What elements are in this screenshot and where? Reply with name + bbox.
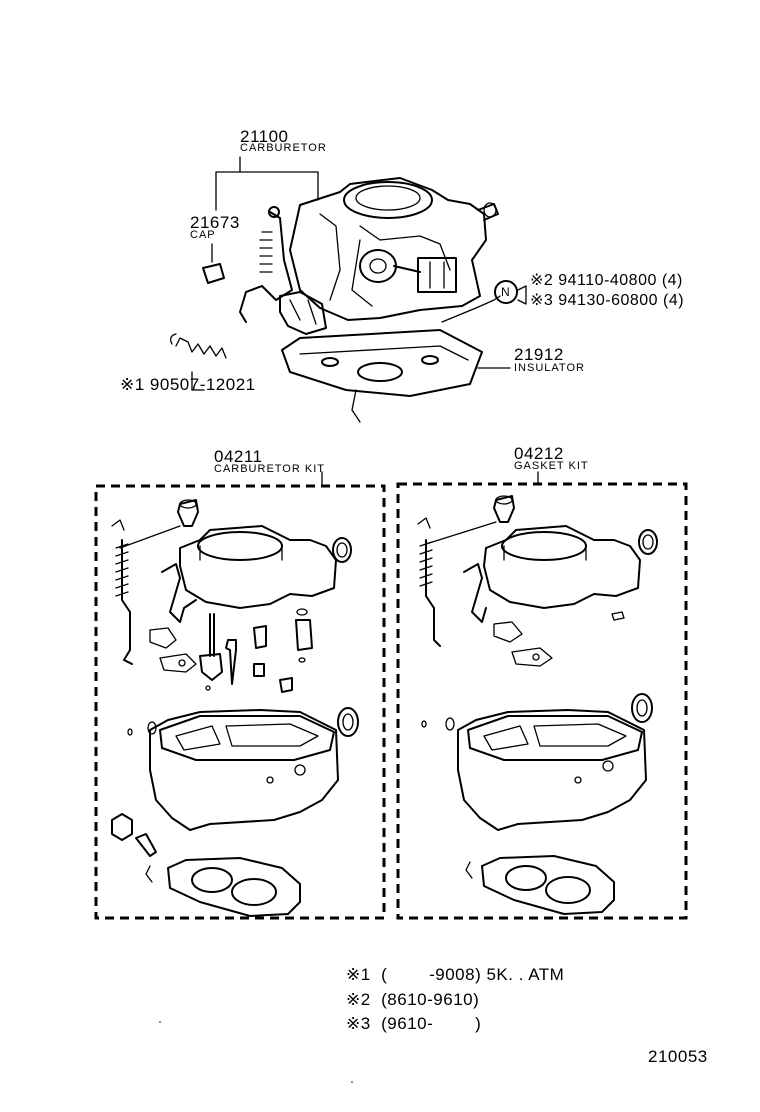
- carburetor-kit-name: CARBURETOR KIT: [214, 463, 325, 475]
- diagram-code: 210053: [648, 1047, 708, 1066]
- carburetor-kit-drawing: [111, 499, 359, 917]
- nut-part-line-1: ※2 94110-40800 (4): [530, 272, 683, 289]
- footnote-1: ※1 ( -9008) 5K. . ATM: [346, 965, 565, 984]
- cap-part-number: 21673: [190, 213, 240, 232]
- footnote-3: ※3 (9610- ): [346, 1014, 482, 1033]
- insulator-part-number: 21912: [514, 345, 564, 364]
- cap-part-name: CAP: [190, 229, 216, 241]
- nut-symbol: N: [501, 285, 510, 299]
- carburetor-assembly-drawing: [170, 156, 527, 423]
- carburetor-part-number: 21100: [240, 127, 289, 146]
- gasket-kit-number: 04212: [514, 444, 564, 463]
- carburetor-kit-box: [94, 484, 386, 920]
- footnote-2: ※2 (8610-9610): [346, 990, 480, 1009]
- nut-part-line-2: ※3 94130-60800 (4): [530, 292, 685, 309]
- gasket-kit-box: [396, 482, 688, 920]
- carburetor-kit-number: 04211: [214, 447, 263, 466]
- gasket-kit-drawing: [417, 495, 658, 915]
- gasket-kit-name: GASKET KIT: [514, 460, 589, 472]
- carburetor-part-name: CARBURETOR: [240, 142, 327, 154]
- insulator-part-name: INSULATOR: [514, 362, 585, 374]
- spring-part-label: ※1 90507-12021: [120, 375, 256, 394]
